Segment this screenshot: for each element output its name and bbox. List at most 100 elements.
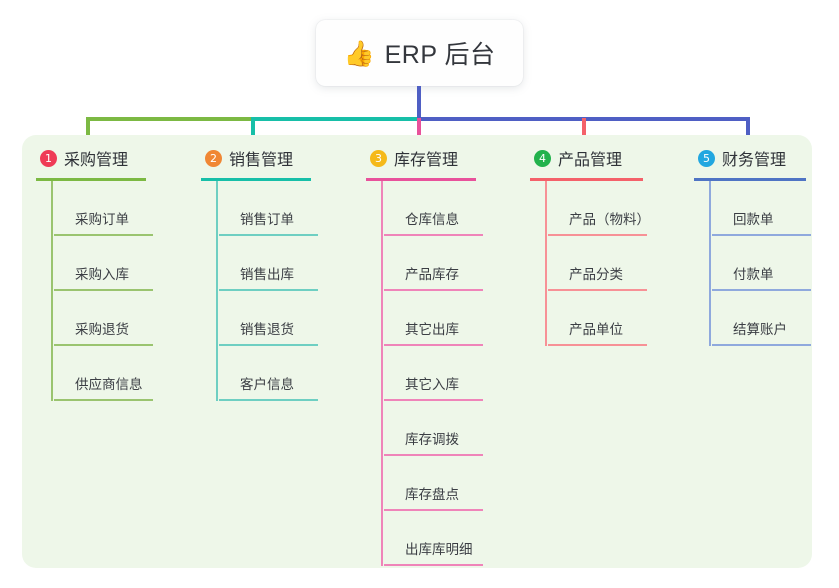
branch-item[interactable]: 产品单位: [548, 291, 695, 346]
branch-number-badge: 3: [370, 149, 387, 167]
branch-item[interactable]: 付款单: [712, 236, 839, 291]
branch-item-underline: [219, 234, 318, 236]
branch-title: 采购管理: [64, 152, 129, 169]
drop-connector-5: [746, 118, 750, 148]
branch-item[interactable]: 产品分类: [548, 236, 695, 291]
branch-item-label: 产品单位: [569, 322, 623, 337]
branch-item[interactable]: 库存调拨: [384, 401, 531, 456]
branch-item-underline: [548, 289, 647, 291]
bus-connector-left: [86, 117, 253, 121]
branch-item-underline: [384, 509, 483, 511]
branch-item[interactable]: 销售退货: [219, 291, 366, 346]
branch-title: 产品管理: [558, 152, 623, 169]
branch-item-underline: [384, 399, 483, 401]
branch-underline: [201, 178, 311, 181]
branch-spine: [51, 181, 53, 401]
branch-items: 回款单付款单结算账户: [694, 181, 839, 346]
branch-column-1: 1 采购管理采购订单采购入库采购退货供应商信息: [36, 145, 201, 401]
branch-underline: [36, 178, 146, 181]
branch-item-label: 回款单: [733, 212, 774, 227]
branch-item-label: 销售退货: [240, 322, 294, 337]
branch-item-underline: [54, 234, 153, 236]
branch-items: 仓库信息产品库存其它出库其它入库库存调拨库存盘点出库库明细: [366, 181, 531, 566]
branch-number-badge: 2: [205, 149, 222, 167]
branch-item-underline: [54, 289, 153, 291]
branch-item[interactable]: 销售出库: [219, 236, 366, 291]
branch-spine: [216, 181, 218, 401]
thumbs-up-icon: 👍: [343, 38, 375, 68]
branch-item-label: 采购订单: [75, 212, 129, 227]
branch-number-badge: 1: [40, 149, 57, 167]
drop-connector-2: [251, 118, 255, 148]
branch-item[interactable]: 产品（物料）: [548, 181, 695, 236]
branch-item-label: 销售出库: [240, 267, 294, 282]
branch-item[interactable]: 其它入库: [384, 346, 531, 401]
branches-panel: [22, 135, 812, 568]
branch-item-label: 采购入库: [75, 267, 129, 282]
branch-item-label: 其它入库: [405, 377, 459, 392]
branch-item-underline: [384, 344, 483, 346]
branch-item-label: 销售订单: [240, 212, 294, 227]
branch-item-underline: [219, 399, 318, 401]
branch-item[interactable]: 销售订单: [219, 181, 366, 236]
branch-items: 销售订单销售出库销售退货客户信息: [201, 181, 366, 401]
branch-item-underline: [548, 234, 647, 236]
root-node[interactable]: 👍 ERP 后台: [316, 20, 523, 86]
branch-item-underline: [548, 344, 647, 346]
branch-item-label: 采购退货: [75, 322, 129, 337]
branch-underline: [366, 178, 476, 181]
branch-item-label: 供应商信息: [75, 377, 143, 392]
branch-item[interactable]: 采购入库: [54, 236, 201, 291]
branch-header-3[interactable]: 3 库存管理: [366, 145, 531, 171]
branch-item-underline: [54, 344, 153, 346]
branch-item-underline: [712, 234, 811, 236]
branch-item-label: 付款单: [733, 267, 774, 282]
branch-spine: [545, 181, 547, 346]
branch-item[interactable]: 出库库明细: [384, 511, 531, 566]
branch-item-label: 客户信息: [240, 377, 294, 392]
branch-spine: [709, 181, 711, 346]
branch-item[interactable]: 供应商信息: [54, 346, 201, 401]
branch-item[interactable]: 采购订单: [54, 181, 201, 236]
branch-item-underline: [712, 289, 811, 291]
branch-number-badge: 5: [698, 149, 715, 167]
branch-item-underline: [219, 344, 318, 346]
branch-underline: [694, 178, 806, 181]
branch-item-underline: [384, 564, 483, 566]
branch-item-label: 产品库存: [405, 267, 459, 282]
branch-item-underline: [219, 289, 318, 291]
branch-item[interactable]: 采购退货: [54, 291, 201, 346]
branch-item-label: 结算账户: [733, 322, 787, 337]
branch-item[interactable]: 回款单: [712, 181, 839, 236]
branch-item-label: 产品（物料）: [569, 212, 650, 227]
branch-item-underline: [384, 454, 483, 456]
branch-item-label: 库存盘点: [405, 487, 459, 502]
drop-connector-4: [582, 118, 586, 148]
branch-item-underline: [384, 289, 483, 291]
branch-item[interactable]: 库存盘点: [384, 456, 531, 511]
branch-item[interactable]: 结算账户: [712, 291, 839, 346]
branch-spine: [381, 181, 383, 566]
branch-item-underline: [54, 399, 153, 401]
branch-header-1[interactable]: 1 采购管理: [36, 145, 201, 171]
branch-item-label: 其它出库: [405, 322, 459, 337]
branch-title: 库存管理: [394, 152, 459, 169]
branch-item-label: 出库库明细: [405, 542, 473, 557]
branch-item[interactable]: 仓库信息: [384, 181, 531, 236]
branch-column-3: 3 库存管理仓库信息产品库存其它出库其它入库库存调拨库存盘点出库库明细: [366, 145, 531, 566]
drop-connector-1: [86, 118, 90, 148]
branch-item[interactable]: 产品库存: [384, 236, 531, 291]
bus-connector-middle: [251, 117, 419, 121]
branch-items: 采购订单采购入库采购退货供应商信息: [36, 181, 201, 401]
branch-item[interactable]: 其它出库: [384, 291, 531, 346]
branch-item-label: 仓库信息: [405, 212, 459, 227]
drop-connector-3: [417, 118, 421, 148]
branch-item[interactable]: 客户信息: [219, 346, 366, 401]
